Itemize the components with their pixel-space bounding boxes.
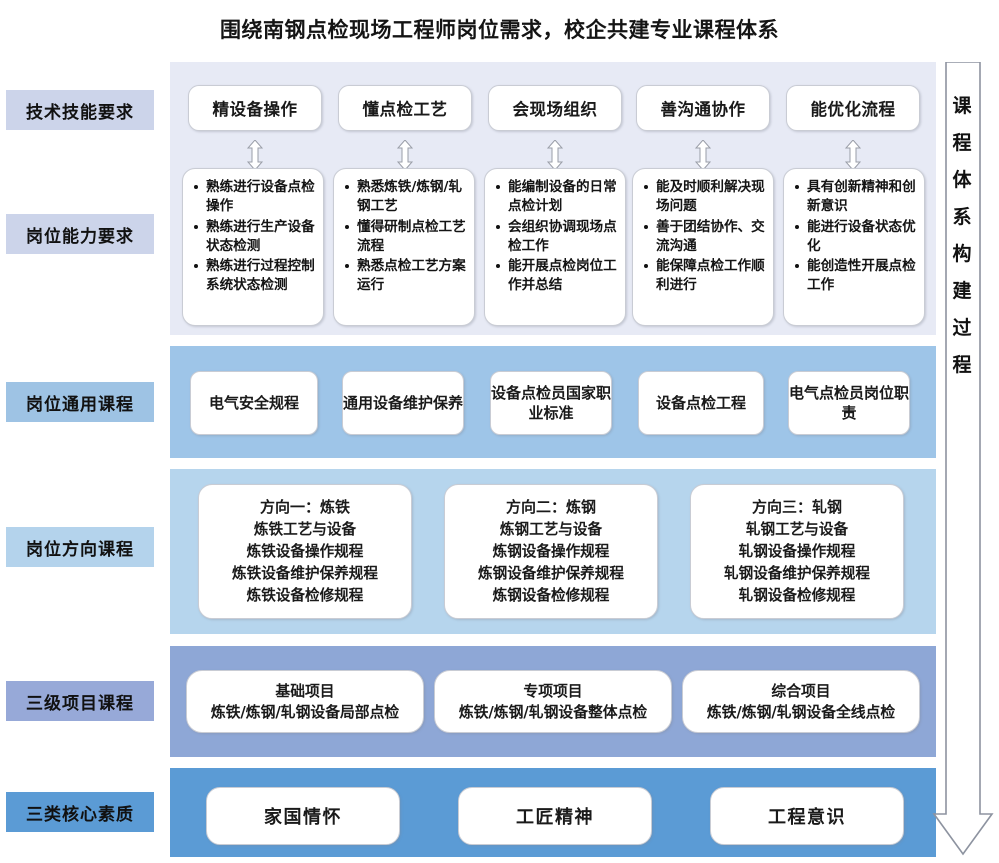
ability-item: 具有创新精神和创新意识 <box>795 178 918 217</box>
ability-item: 能进行设备状态优化 <box>795 218 918 257</box>
project-detail: 炼铁/炼钢/轧钢设备整体点检 <box>458 703 648 721</box>
ability-item: 能开展点检岗位工作并总结 <box>496 257 619 296</box>
row-label-general-course: 岗位通用课程 <box>6 382 154 422</box>
direction-item: 炼铁设备操作规程 <box>246 542 364 560</box>
direction-item: 轧钢设备检修规程 <box>738 586 856 604</box>
direction-item: 轧钢设备操作规程 <box>738 542 856 560</box>
core-quality-card-1[interactable]: 家国情怀 <box>206 787 400 845</box>
ability-item: 熟悉炼铁/炼钢/轧钢工艺 <box>345 178 468 217</box>
direction-course-card-3[interactable]: 方向三：轧钢 轧钢工艺与设备 轧钢设备操作规程 轧钢设备维护保养规程 轧钢设备检… <box>690 484 904 619</box>
direction-heading: 方向二：炼钢 <box>505 498 596 517</box>
ability-item: 善于团结协作、交流沟通 <box>644 218 767 257</box>
double-arrow-icon-1 <box>246 140 264 170</box>
direction-course-card-2[interactable]: 方向二：炼钢 炼钢工艺与设备 炼钢设备操作规程 炼钢设备维护保养规程 炼钢设备检… <box>444 484 658 619</box>
ability-item: 懂得研制点检工艺流程 <box>345 218 468 257</box>
ability-list-5: 具有创新精神和创新意识 能进行设备状态优化 能创造性开展点检工作 <box>790 178 918 297</box>
double-arrow-icon-3 <box>546 140 564 170</box>
direction-heading: 方向一：炼铁 <box>259 498 350 517</box>
general-course-card-2[interactable]: 通用设备维护保养 <box>342 371 464 435</box>
process-down-arrow-icon <box>932 62 994 856</box>
project-heading: 专项项目 <box>523 682 583 700</box>
ability-item: 能及时顺利解决现场问题 <box>644 178 767 217</box>
general-course-card-3[interactable]: 设备点检员国家职业标准 <box>490 371 612 435</box>
direction-item: 炼钢设备操作规程 <box>492 542 610 560</box>
ability-item: 能编制设备的日常点检计划 <box>496 178 619 217</box>
direction-item: 炼钢设备维护保养规程 <box>478 564 624 582</box>
row-label-direction-course: 岗位方向课程 <box>6 527 154 567</box>
core-quality-card-3[interactable]: 工程意识 <box>710 787 904 845</box>
direction-course-card-1[interactable]: 方向一：炼铁 炼铁工艺与设备 炼铁设备操作规程 炼铁设备维护保养规程 炼铁设备检… <box>198 484 412 619</box>
direction-item: 轧钢设备维护保养规程 <box>724 564 870 582</box>
process-arrow-label: 课程体系构建过程 <box>944 88 980 384</box>
process-arrow-char: 体 <box>952 169 972 192</box>
double-arrow-icon-4 <box>694 140 712 170</box>
project-detail: 炼铁/炼钢/轧钢设备全线点检 <box>706 703 896 721</box>
general-course-card-5[interactable]: 电气点检员岗位职责 <box>788 371 910 435</box>
row-label-tech-skill: 技术技能要求 <box>6 90 154 130</box>
ability-card-4[interactable]: 能及时顺利解决现场问题 善于团结协作、交流沟通 能保障点检工作顺利进行 <box>632 168 774 326</box>
project-course-card-3[interactable]: 综合项目 炼铁/炼钢/轧钢设备全线点检 <box>682 670 920 733</box>
process-arrow-char: 程 <box>952 132 972 155</box>
general-course-card-4[interactable]: 设备点检工程 <box>638 371 764 435</box>
process-arrow-char: 构 <box>952 243 972 266</box>
double-arrow-icon-5 <box>844 140 862 170</box>
direction-item: 炼钢设备检修规程 <box>492 586 610 604</box>
capability-card-1[interactable]: 精设备操作 <box>188 85 322 131</box>
project-course-card-1[interactable]: 基础项目 炼铁/炼钢/轧钢设备局部点检 <box>186 670 424 733</box>
ability-item: 能创造性开展点检工作 <box>795 257 918 296</box>
ability-card-5[interactable]: 具有创新精神和创新意识 能进行设备状态优化 能创造性开展点检工作 <box>783 168 925 326</box>
direction-item: 炼钢工艺与设备 <box>499 520 603 538</box>
project-heading: 基础项目 <box>275 682 335 700</box>
direction-heading: 方向三：轧钢 <box>751 498 842 517</box>
direction-item: 炼铁工艺与设备 <box>253 520 357 538</box>
ability-list-1: 熟练进行设备点检操作 熟练进行生产设备状态检测 熟练进行过程控制系统状态检测 <box>189 178 317 297</box>
ability-item: 熟练进行过程控制系统状态检测 <box>194 257 317 296</box>
ability-item: 熟练进行设备点检操作 <box>194 178 317 217</box>
double-arrow-icon-2 <box>396 140 414 170</box>
ability-list-2: 熟悉炼铁/炼钢/轧钢工艺 懂得研制点检工艺流程 熟悉点检工艺方案运行 <box>340 178 468 297</box>
direction-item: 轧钢工艺与设备 <box>745 520 849 538</box>
direction-item: 炼铁设备维护保养规程 <box>232 564 378 582</box>
row-label-core-quality: 三类核心素质 <box>6 792 154 832</box>
ability-card-2[interactable]: 熟悉炼铁/炼钢/轧钢工艺 懂得研制点检工艺流程 熟悉点检工艺方案运行 <box>333 168 475 326</box>
row-label-job-ability: 岗位能力要求 <box>6 214 154 254</box>
core-quality-card-2[interactable]: 工匠精神 <box>458 787 652 845</box>
ability-item: 能保障点检工作顺利进行 <box>644 257 767 296</box>
project-heading: 综合项目 <box>771 682 831 700</box>
ability-card-3[interactable]: 能编制设备的日常点检计划 会组织协调现场点检工作 能开展点检岗位工作并总结 <box>484 168 626 326</box>
project-detail: 炼铁/炼钢/轧钢设备局部点检 <box>210 703 400 721</box>
process-arrow-char: 系 <box>952 206 972 229</box>
capability-card-3[interactable]: 会现场组织 <box>488 85 622 131</box>
row-label-project-course: 三级项目课程 <box>6 681 154 721</box>
ability-item: 熟悉点检工艺方案运行 <box>345 257 468 296</box>
process-arrow-char: 建 <box>952 280 972 303</box>
process-arrow-char: 课 <box>952 95 972 117</box>
ability-list-3: 能编制设备的日常点检计划 会组织协调现场点检工作 能开展点检岗位工作并总结 <box>491 178 619 297</box>
ability-card-1[interactable]: 熟练进行设备点检操作 熟练进行生产设备状态检测 熟练进行过程控制系统状态检测 <box>182 168 324 326</box>
capability-card-5[interactable]: 能优化流程 <box>786 85 920 131</box>
process-arrow-char: 过 <box>952 317 972 340</box>
ability-item: 熟练进行生产设备状态检测 <box>194 218 317 257</box>
project-course-card-2[interactable]: 专项项目 炼铁/炼钢/轧钢设备整体点检 <box>434 670 672 733</box>
capability-card-2[interactable]: 懂点检工艺 <box>338 85 472 131</box>
ability-list-4: 能及时顺利解决现场问题 善于团结协作、交流沟通 能保障点检工作顺利进行 <box>639 178 767 297</box>
ability-item: 会组织协调现场点检工作 <box>496 218 619 257</box>
process-arrow-char: 程 <box>952 354 972 377</box>
capability-card-4[interactable]: 善沟通协作 <box>636 85 770 131</box>
general-course-card-1[interactable]: 电气安全规程 <box>190 371 318 435</box>
page-title: 围绕南钢点检现场工程师岗位需求，校企共建专业课程体系 <box>220 18 779 42</box>
direction-item: 炼铁设备检修规程 <box>246 586 364 604</box>
